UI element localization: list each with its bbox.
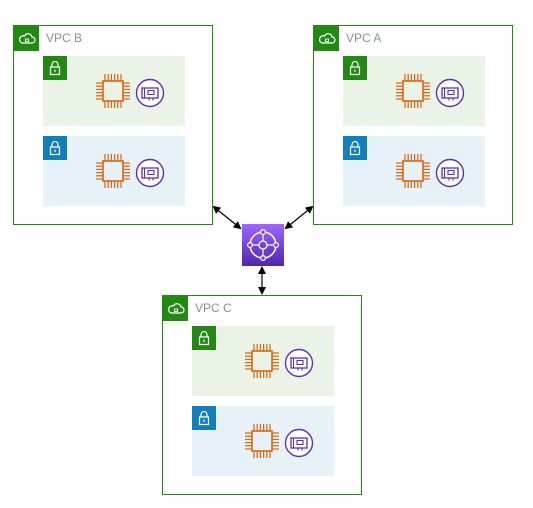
vpc-b: VPC B — [13, 25, 213, 225]
cloud-lock-icon — [163, 296, 188, 321]
connector-vpc-a-tgw — [284, 205, 314, 230]
public-subnet — [43, 56, 185, 126]
ec2-chip-icon — [93, 71, 133, 111]
lock-icon — [43, 136, 67, 160]
public-subnet — [192, 326, 334, 396]
network-interface-icon — [135, 78, 165, 108]
lock-icon — [343, 56, 367, 80]
public-subnet — [343, 56, 485, 126]
ec2-chip-icon — [242, 421, 282, 461]
network-interface-icon — [435, 78, 465, 108]
ec2-chip-icon — [242, 341, 282, 381]
lock-icon — [43, 56, 67, 80]
lock-icon — [192, 326, 216, 350]
private-subnet — [192, 406, 334, 476]
cloud-lock-icon — [14, 26, 39, 51]
connector-vpc-b-tgw — [212, 205, 242, 230]
private-subnet — [343, 136, 485, 206]
network-interface-icon — [284, 348, 314, 378]
network-interface-icon — [135, 158, 165, 188]
vpc-c: VPC C — [162, 295, 362, 495]
vpc-a: VPC A — [313, 25, 513, 225]
ec2-chip-icon — [393, 151, 433, 191]
network-interface-icon — [435, 158, 465, 188]
transit-gateway-icon — [242, 224, 284, 266]
cloud-lock-icon — [314, 26, 339, 51]
vpc-label: VPC A — [346, 31, 382, 45]
vpc-label: VPC B — [46, 31, 83, 45]
vpc-label: VPC C — [195, 301, 232, 315]
lock-icon — [192, 406, 216, 430]
private-subnet — [43, 136, 185, 206]
network-interface-icon — [284, 428, 314, 458]
lock-icon — [343, 136, 367, 160]
ec2-chip-icon — [393, 71, 433, 111]
ec2-chip-icon — [93, 151, 133, 191]
